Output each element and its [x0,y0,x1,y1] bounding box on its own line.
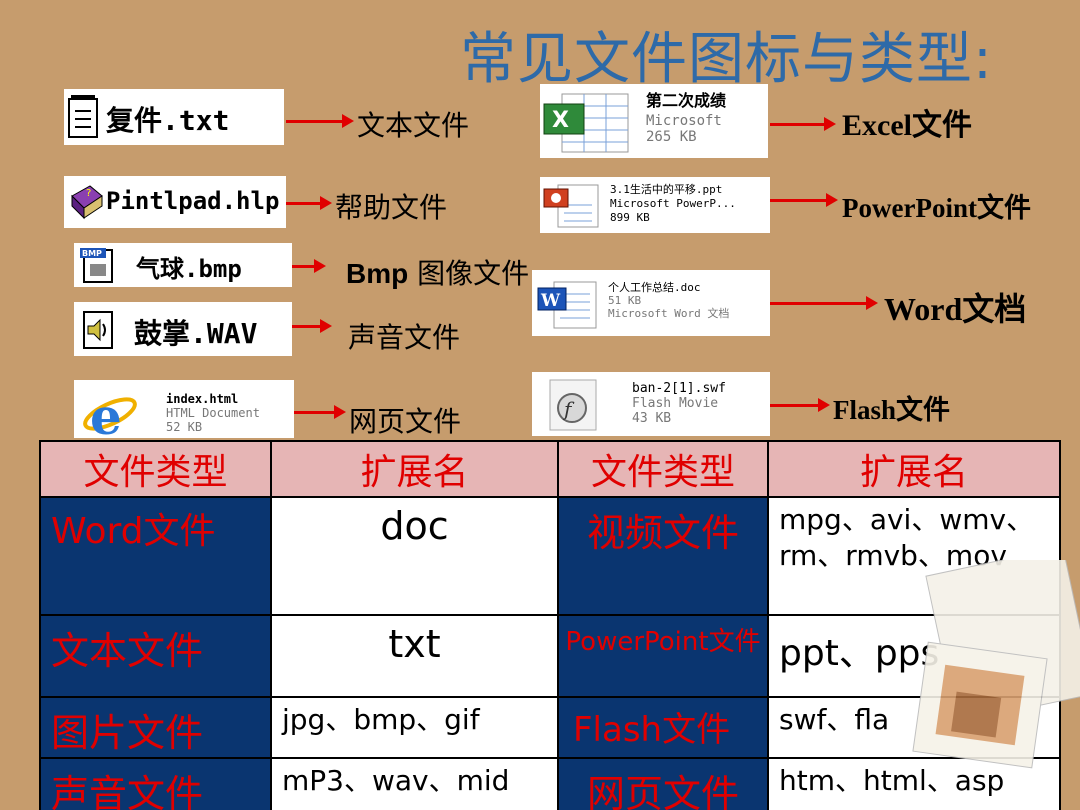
decorative-photo-frames [912,560,1080,769]
svg-text:e: e [90,387,122,438]
excel-label: Excel文件 [842,109,972,142]
flash-file-type: Flash Movie [632,396,719,411]
flash-arrow [770,398,830,412]
type-cell: 视频文件 [586,511,739,555]
type-cell: 图片文件 [51,711,204,755]
bmp-arrow [292,259,326,273]
powerpoint-icon [543,184,599,228]
svg-text:BMP: BMP [82,249,102,258]
header-cell: 文件类型 [39,440,272,498]
html-file-name: index.html [166,392,239,406]
word-file-thumbnail: W 个人工作总结.doc 51 KB Microsoft Word 文档 [532,270,770,336]
header-cell: 文件类型 [557,440,769,498]
excel-file-app: Microsoft [646,113,722,129]
wav-file-thumbnail: 鼓掌.WAV [74,302,292,356]
table-row: Word文件 doc 视频文件 mpg、avi、wmv、rm、rmvb、mov [39,496,1061,616]
header-cell: 扩展名 [767,440,1061,498]
hlp-arrow [286,196,332,210]
table-row: 声音文件 mP3、wav、mid 网页文件 htm、html、asp [39,757,1061,810]
ext-cell: mP3、wav、mid [282,764,510,797]
ppt-file-app: Microsoft PowerP... [610,197,736,210]
hlp-label: 帮助文件 [335,191,448,224]
excel-file-size: 265 KB [646,129,697,145]
ext-cell: jpg、bmp、gif [282,703,480,736]
flash-label: Flash文件 [833,395,951,425]
ext-cell: txt [388,622,441,666]
wav-arrow [292,319,332,333]
wav-label: 声音文件 [348,321,461,354]
html-label: 网页文件 [349,405,462,438]
ext-cell: doc [380,504,449,548]
header-cell: 扩展名 [270,440,559,498]
ppt-file-size: 899 KB [610,211,650,224]
word-icon: W [537,281,597,329]
type-cell: 声音文件 [51,772,204,810]
excel-file-thumbnail: X 第二次成绩 Microsoft 265 KB [540,84,768,158]
type-cell: 文本文件 [51,629,204,673]
html-file-type: HTML Document [166,406,260,420]
txt-arrow [286,114,354,128]
bmp-file-thumbnail: BMP 气球.bmp [74,243,292,287]
hlp-file-thumbnail: ? Pintlpad.hlp [64,176,286,228]
excel-icon: X [543,93,629,153]
bitmap-icon: BMP [80,248,113,283]
ext-cell: mpg、avi、wmv、rm、rmvb、mov [779,503,1035,572]
slide-title: 常见文件图标与类型: [460,27,993,92]
flash-icon: f [549,379,597,431]
type-cell: PowerPoint文件 [565,627,761,657]
ppt-arrow [770,193,838,207]
svg-text:W: W [540,291,561,311]
html-file-size: 52 KB [166,420,203,434]
svg-text:X: X [552,108,569,133]
ppt-file-thumbnail: 3.1生活中的平移.ppt Microsoft PowerP... 899 KB [540,177,770,233]
html-file-thumbnail: e index.html HTML Document 52 KB [74,380,294,438]
notepad-icon [68,95,98,138]
word-file-app: Microsoft Word 文档 [608,307,730,320]
svg-text:?: ? [86,188,91,199]
flash-file-name: ban-2[1].swf [632,381,726,396]
word-file-name: 个人工作总结.doc [608,281,701,294]
type-cell: Word文件 [51,511,216,552]
table-header-row: 文件类型 扩展名 文件类型 扩展名 [39,440,1061,498]
word-label: Word文档 [884,291,1027,327]
excel-arrow [770,117,836,131]
bmp-label-text: 图像文件 [417,257,530,290]
flash-file-size: 43 KB [632,411,672,426]
txt-label: 文本文件 [357,109,470,142]
word-file-size: 51 KB [608,294,642,307]
type-cell: 网页文件 [586,772,739,810]
speaker-icon [83,311,113,349]
txt-file-thumbnail: 复件.txt [64,89,284,145]
table-row: 文本文件 txt PowerPoint文件 ppt、pps [39,614,1061,698]
ppt-file-name: 3.1生活中的平移.ppt [610,183,723,196]
type-cell: Flash文件 [573,710,731,750]
wav-file-name: 鼓掌.WAV [134,317,258,350]
bmp-label-bold: Bmp [346,258,409,289]
excel-file-name: 第二次成绩 [646,91,727,110]
ext-cell: swf、fla [779,703,890,736]
internet-explorer-icon: e [83,387,137,438]
hlp-file-name: Pintlpad.hlp [106,187,280,215]
word-arrow [770,296,878,310]
bmp-label: Bmp 图像文件 [346,252,529,292]
txt-file-name: 复件.txt [106,104,230,137]
help-book-icon: ? [71,185,103,220]
html-arrow [294,405,346,419]
ext-cell: ppt、pps [779,633,940,674]
ppt-label: PowerPoint文件 [842,193,1031,223]
bmp-file-name: 气球.bmp [136,255,242,283]
flash-file-thumbnail: f ban-2[1].swf Flash Movie 43 KB [532,372,770,436]
ext-cell: htm、html、asp [779,764,1005,797]
